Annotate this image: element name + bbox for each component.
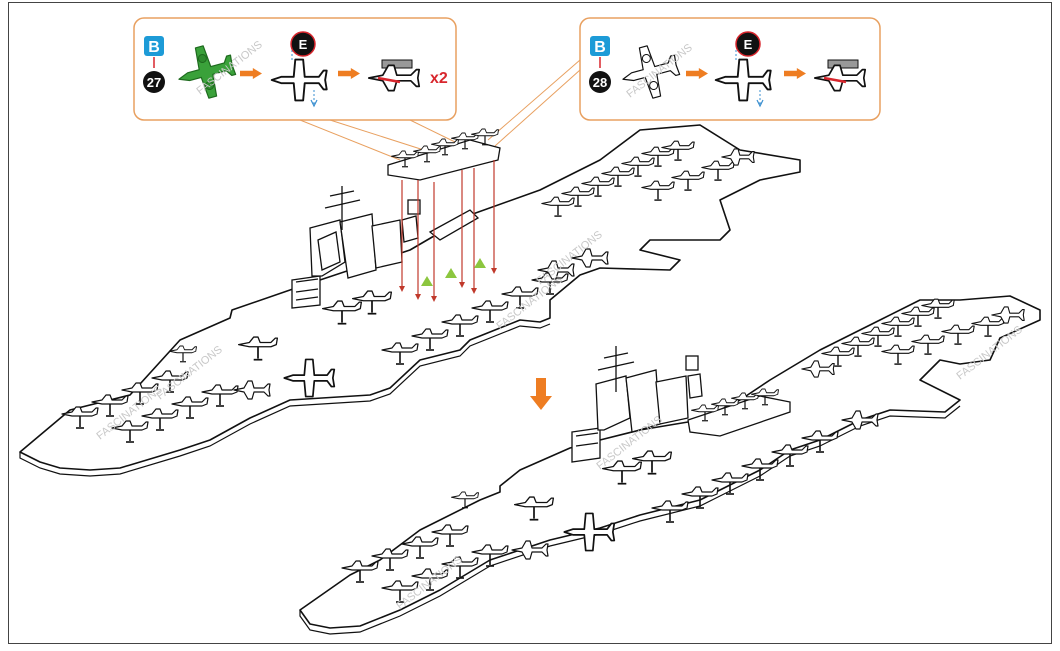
part-letter: B <box>148 39 160 56</box>
plane-tab-icon <box>813 59 867 92</box>
plane-exploded-icon <box>714 48 772 108</box>
plane-green-icon <box>178 45 237 99</box>
sub-part-badge: E <box>290 31 316 57</box>
part-b-badge: B <box>590 36 610 56</box>
sub-part-letter: E <box>744 37 753 52</box>
carrier-deck-upper: FASCINATIONS FASCINATIONS FASCINATIONS F… <box>19 124 801 477</box>
part-letter: B <box>594 39 606 56</box>
down-arrow-icon <box>530 378 552 410</box>
callout-leader-lines <box>299 59 581 161</box>
step-number: 27 <box>147 75 161 90</box>
callout-step-28: B 28 E <box>579 17 881 121</box>
carrier-island-lower <box>571 346 703 463</box>
quantity-label: x2 <box>430 70 448 87</box>
step-number-badge: 27 <box>143 71 165 93</box>
plane-white-icon <box>622 45 681 99</box>
sub-part-badge: E <box>735 31 761 57</box>
step-number: 28 <box>593 75 607 90</box>
sub-part-letter: E <box>299 37 308 52</box>
callout-step-27: B 27 E <box>133 17 457 121</box>
green-triangle-icon <box>421 258 486 286</box>
part-b-badge: B <box>144 36 164 56</box>
step-number-badge: 28 <box>589 71 611 93</box>
carrier-island-upper <box>291 186 421 309</box>
plane-tab-icon <box>367 59 421 92</box>
drop-lines <box>401 160 495 298</box>
